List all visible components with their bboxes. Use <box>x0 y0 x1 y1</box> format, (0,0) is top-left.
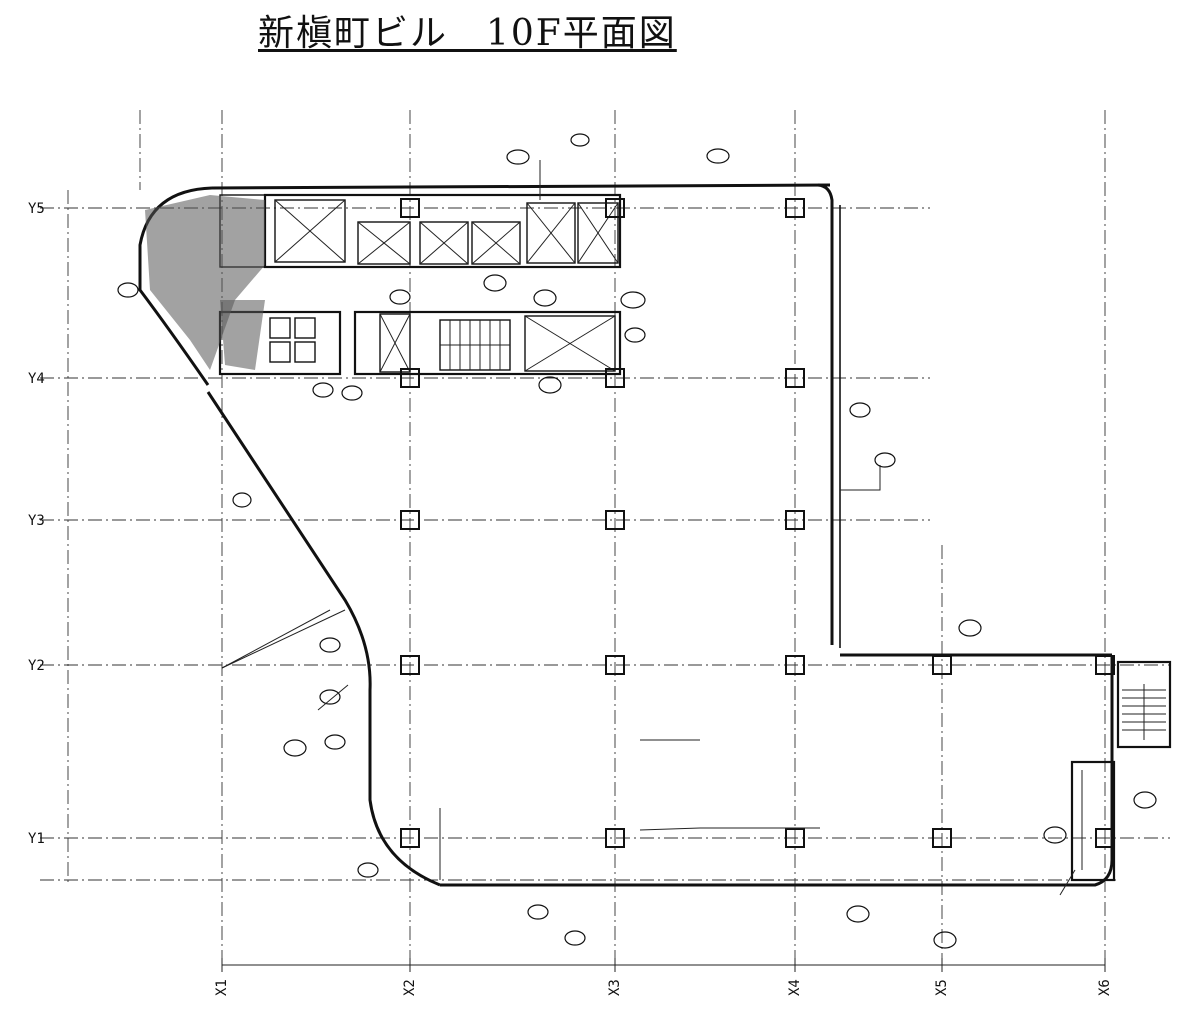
service-core <box>218 193 622 376</box>
right-stair <box>1070 660 1172 882</box>
axis-label-y4: Y4 <box>28 371 45 387</box>
axis-label-x4: X4 <box>787 979 803 996</box>
axis-label-y3: Y3 <box>28 513 45 529</box>
bottom-dimension-line <box>221 958 1106 972</box>
equipment-symbols <box>117 133 1157 949</box>
structural-columns <box>400 198 1115 848</box>
axis-label-x1: X1 <box>214 979 230 996</box>
leader-lines <box>221 160 1076 896</box>
axis-label-y2: Y2 <box>28 658 45 674</box>
axis-label-y1: Y1 <box>28 831 45 847</box>
page-title: 新槇町ビル 10F平面図 <box>258 13 677 54</box>
y-axis-labels: Y1 Y2 Y3 Y4 Y5 <box>28 201 45 847</box>
x-axis-labels: X1 X2 X3 X4 X5 X6 <box>214 979 1113 996</box>
axis-label-x5: X5 <box>934 979 950 996</box>
axis-label-x3: X3 <box>607 979 623 996</box>
axis-label-x6: X6 <box>1097 979 1113 996</box>
outer-walls <box>138 183 1114 887</box>
vertical-grid-lines <box>67 110 1106 965</box>
dense-detail-area <box>145 195 265 370</box>
axis-label-x2: X2 <box>402 979 418 996</box>
axis-label-y5: Y5 <box>28 201 45 217</box>
